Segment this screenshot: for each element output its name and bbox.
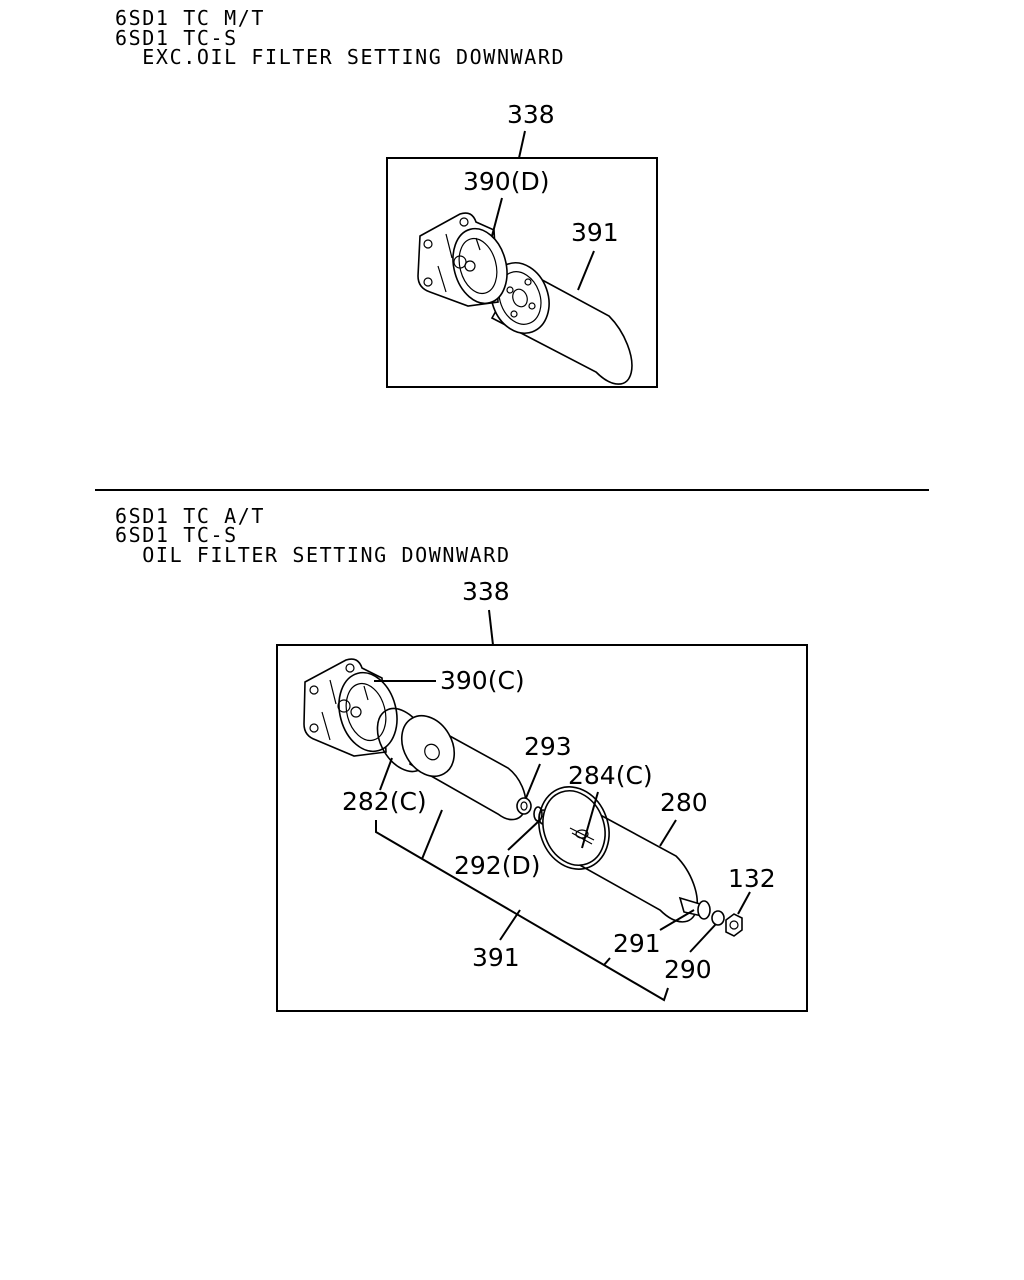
- section1-assembly: 338 390(D) 391: [386, 100, 658, 388]
- section2-leader-284c: [581, 791, 599, 849]
- section1-condition-line: EXC.OIL FILTER SETTING DOWNWARD: [115, 45, 566, 69]
- section2-washer: [711, 910, 725, 926]
- section2-condition-line: OIL FILTER SETTING DOWNWARD: [115, 543, 511, 567]
- section2-callout-284c: 284(C): [568, 761, 653, 790]
- section2-bracket-branch-plug: [603, 957, 611, 966]
- section2-callout-292d: 292(D): [454, 851, 540, 880]
- section2-bracket-branch-cartridge: [421, 809, 443, 860]
- section2-callout-132: 132: [728, 864, 776, 893]
- section1-filter-head: [417, 212, 508, 307]
- section2-callout-390c: 390(C): [440, 666, 525, 695]
- section2-callout-280: 280: [660, 788, 708, 817]
- section2-drain-plug: [678, 896, 711, 920]
- section2-leader-293: [525, 763, 541, 799]
- section2-callout-282c: 282(C): [342, 787, 427, 816]
- section1-leader-338: [518, 130, 526, 159]
- section2-leader-338: [488, 609, 494, 646]
- section2-assembly-frame: [276, 644, 808, 1012]
- section2-spring-seat: [516, 797, 532, 815]
- section2-leader-280: [659, 819, 677, 847]
- section2-assembly: 338: [276, 577, 808, 1012]
- section1-assembly-frame: [386, 157, 658, 388]
- section2-callout-391: 391: [472, 943, 520, 972]
- section2-callout-293: 293: [524, 732, 572, 761]
- section2-callout-290: 290: [664, 955, 712, 984]
- section2-filter-cartridge: [400, 715, 527, 821]
- section2-bracket-391: [375, 820, 669, 1002]
- section2-leader-292d: [507, 819, 541, 851]
- section2-o-ring: [538, 786, 610, 870]
- section2-model-line2: 6SD1 TC-S: [115, 523, 238, 547]
- section2-filter-head: [303, 658, 398, 757]
- section1-callout-338: 338: [507, 100, 555, 129]
- section2-leader-282c: [379, 757, 393, 791]
- section2-model-line1: 6SD1 TC A/T: [115, 504, 266, 528]
- section1-model-line1: 6SD1 TC M/T: [115, 6, 266, 30]
- section2-filter-case: [538, 786, 699, 923]
- section2-callout-338: 338: [462, 577, 510, 606]
- section1-callout-391: 391: [571, 218, 619, 247]
- section2-callout-291: 291: [613, 929, 661, 958]
- section2-leader-291: [659, 909, 695, 931]
- section1-callout-390d: 390(D): [463, 167, 549, 196]
- section1-leader-391: [577, 250, 595, 291]
- section2-drain-bolt: [725, 913, 743, 937]
- section1-leader-390d: [491, 197, 503, 237]
- section2-leader-391: [499, 909, 521, 941]
- section2-leader-132: [737, 891, 751, 915]
- section1-model-line2: 6SD1 TC-S: [115, 26, 238, 50]
- section2-leader-290: [689, 923, 717, 953]
